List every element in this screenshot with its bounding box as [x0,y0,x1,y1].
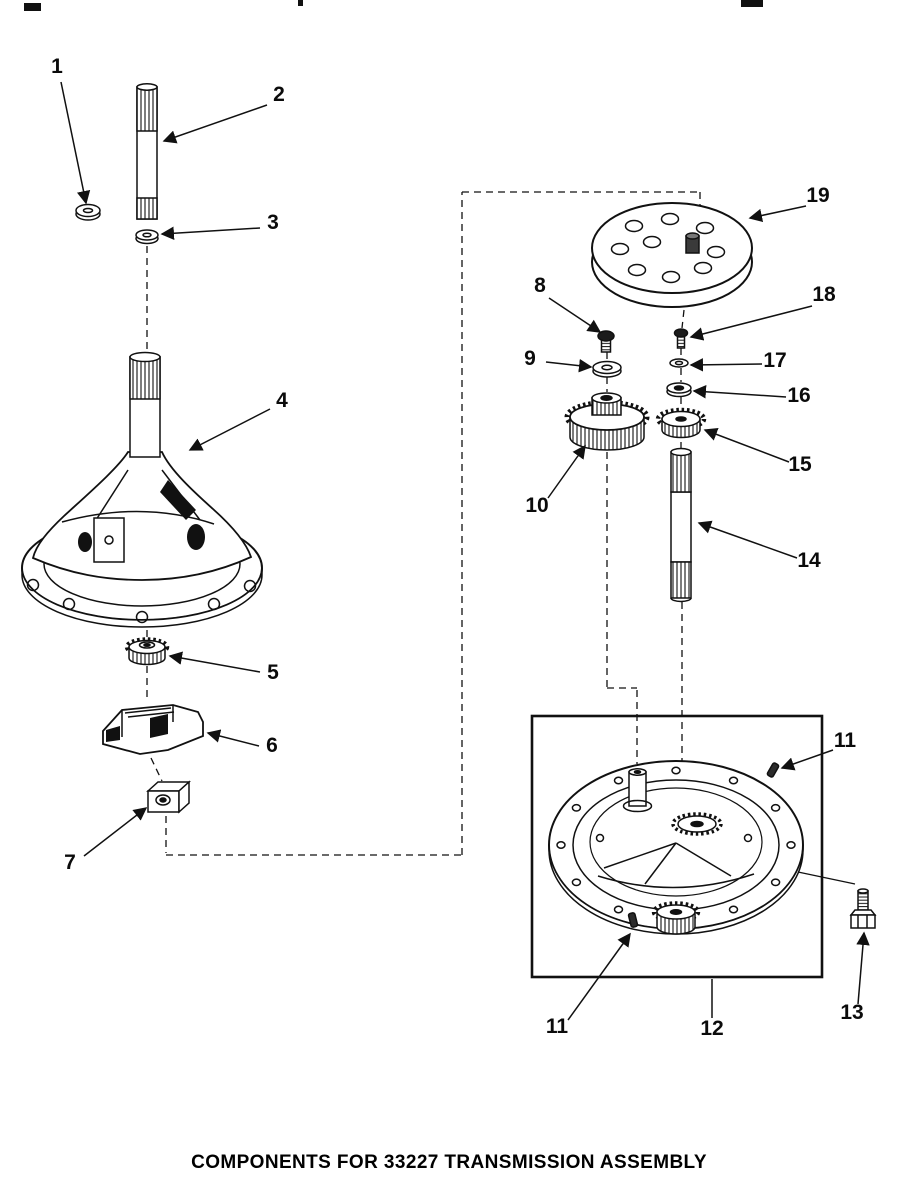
callout-5-label: 5 [267,661,279,684]
callout-18-label: 18 [812,283,836,306]
leader-1 [60,81,91,205]
callout-11-lower-label: 11 [546,1015,569,1038]
callout-16-label: 16 [787,384,810,407]
leader-6 [206,729,260,747]
leader-18 [689,305,813,341]
part-8-screw [597,330,615,353]
part-7-bearing-block [146,780,191,814]
callout-7-label: 7 [64,851,76,874]
leader-8 [548,297,602,333]
leader-13 [856,931,870,1005]
callout-12-label: 12 [700,1017,723,1040]
part-11-roll-pin-lower [627,912,639,928]
leader-5 [168,651,261,673]
part-9-washer [592,360,622,378]
part-6-clutch-block [102,704,204,755]
page-crop-artifacts [24,0,763,11]
part-13-bolt [849,888,877,929]
part-1-washer [75,203,101,221]
leader-16 [692,385,787,399]
leader-19 [748,205,807,223]
part-3-washer [135,229,159,245]
leader-9 [545,358,593,373]
callout-labels: 1 2 3 4 5 6 7 8 9 10 11 11 12 13 14 15 1… [51,55,864,1040]
part-14-pinion-shaft [670,447,692,603]
leader-4 [188,408,271,451]
part-17-washer [669,358,689,368]
diagram-title: COMPONENTS FOR 33227 TRANSMISSION ASSEMB… [191,1152,707,1173]
leader-11-lower [567,932,631,1021]
callout-2-label: 2 [273,83,285,106]
leader-7 [83,807,148,857]
part-18-screw [673,328,689,349]
part-2-agitator-shaft [136,83,158,220]
part-15-pinion-gear [655,407,707,439]
callout-17-label: 17 [763,349,786,372]
part-19-drive-pulley [591,202,753,308]
callout-9-label: 9 [524,347,536,370]
callout-10-label: 10 [525,494,548,517]
callout-13-label: 13 [840,1001,863,1024]
callout-8-label: 8 [534,274,546,297]
callout-3-label: 3 [267,211,279,234]
leader-3 [160,226,261,241]
callout-14-label: 14 [797,549,821,572]
leader-11-upper [780,749,834,771]
part-16-washer [666,382,692,398]
part-12-transmission-case [530,714,824,979]
callout-1-label: 1 [51,55,63,78]
part-4-transmission-cover [21,351,263,628]
part-5-pinion-gear [124,637,170,666]
leader-lines [60,81,870,1021]
callout-15-label: 15 [788,453,812,476]
leader-10 [547,444,586,499]
case-to-bolt-reference-line [797,871,856,885]
callout-4-label: 4 [276,389,288,412]
leader-17 [689,358,763,372]
callout-6-label: 6 [266,734,278,757]
callout-19-label: 19 [806,184,829,207]
part-10-drive-gear [564,392,650,451]
leader-14 [697,520,798,559]
leader-2 [162,104,268,144]
part-11-roll-pin-upper [766,762,780,778]
leader-15 [703,427,790,463]
callout-11-upper-label: 11 [834,729,857,752]
